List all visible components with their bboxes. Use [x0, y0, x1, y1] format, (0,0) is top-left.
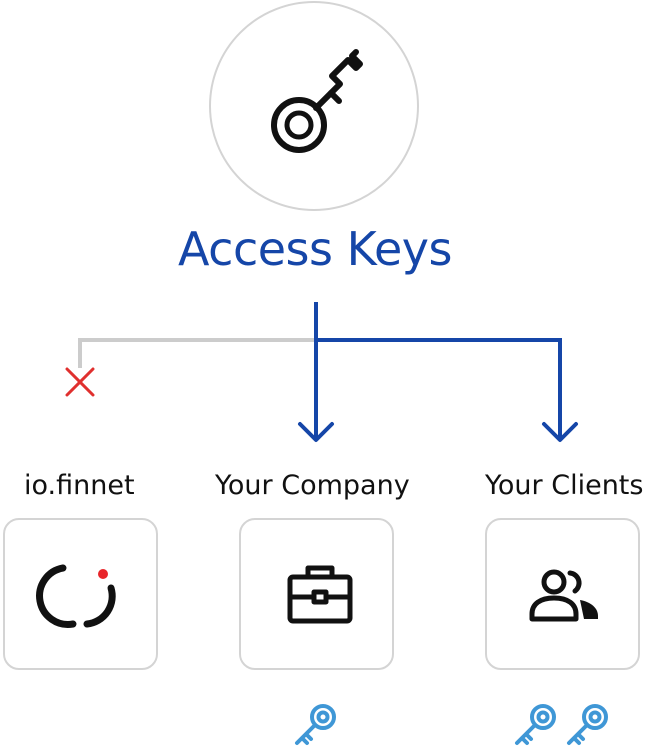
company-access-key-icon: [295, 704, 336, 745]
key-icon: [271, 49, 363, 153]
users-icon: [529, 569, 598, 622]
clients-access-key-2-icon: [567, 704, 608, 745]
arrow-down-company-icon: [298, 422, 334, 442]
target-label-your-clients: Your Clients: [485, 470, 644, 501]
key-circle: [209, 1, 419, 211]
clients-access-key-1-icon: [515, 704, 556, 745]
io-finnet-card: [3, 518, 158, 670]
denied-connector: [78, 338, 316, 368]
page-title: Access Keys: [178, 222, 452, 276]
target-label-io-finnet: io.finnet: [24, 470, 135, 501]
briefcase-icon: [287, 565, 353, 624]
granted-connector: [314, 302, 562, 440]
your-company-card: [239, 518, 394, 670]
target-label-your-company: Your Company: [215, 470, 410, 501]
arrow-down-clients-icon: [542, 422, 578, 442]
your-clients-card: [485, 518, 640, 670]
io-finnet-logo-icon: [36, 564, 116, 628]
denied-x-icon: [65, 367, 95, 397]
